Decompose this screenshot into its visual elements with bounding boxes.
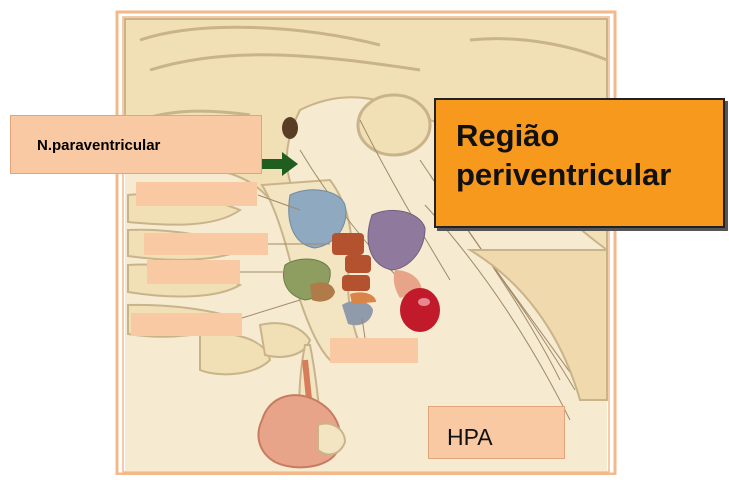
third-ventricle-dark xyxy=(282,117,298,139)
thalamus-oval xyxy=(358,95,430,155)
blank-label-3 xyxy=(147,260,240,284)
label-hpa: HPA xyxy=(428,406,565,459)
label-paraventricular: N.paraventricular xyxy=(10,115,262,174)
nucleus-red-upper xyxy=(332,233,364,255)
blank-label-1 xyxy=(136,182,257,206)
label-regiao-periventricular: Região periventricular xyxy=(434,98,725,228)
blank-label-5 xyxy=(330,338,418,363)
posterior-pituitary xyxy=(400,288,440,332)
nucleus-red-lower xyxy=(342,275,370,291)
blank-label-4 xyxy=(131,313,242,336)
pituitary-highlight xyxy=(418,298,430,306)
blank-label-2 xyxy=(144,233,268,255)
nucleus-red-middle xyxy=(345,255,371,273)
